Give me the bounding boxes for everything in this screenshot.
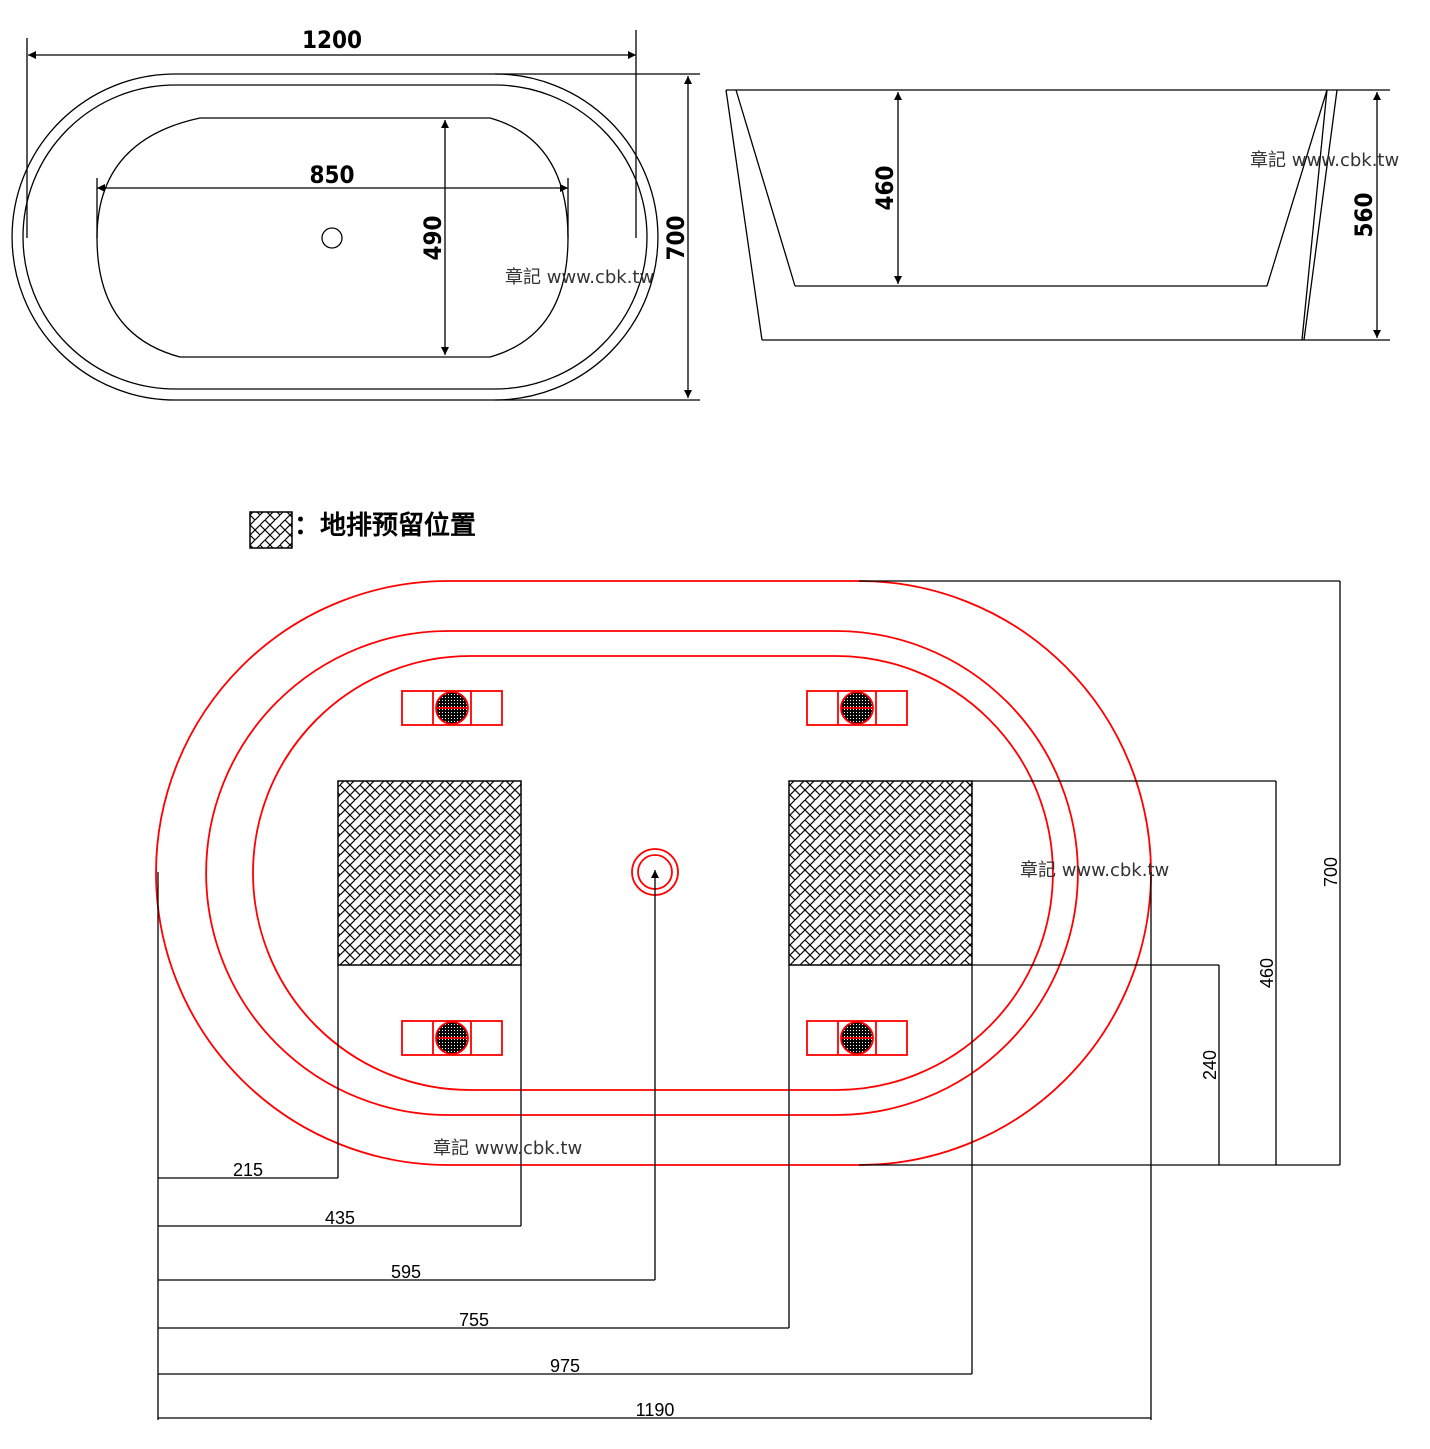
plan-dim-700: 700	[1321, 857, 1341, 887]
drain-zone-right	[788, 780, 973, 966]
drain-hole	[321, 227, 343, 249]
plan-basin-outline	[252, 655, 1054, 1091]
foot-bottom-right	[806, 1020, 908, 1056]
plan-dim-215: 215	[233, 1160, 263, 1180]
dim-490: 490	[419, 215, 447, 260]
tub-rim-outline	[22, 84, 648, 390]
watermark-plan-right: 章記 www.cbk.tw	[1020, 860, 1169, 881]
drain-zone-left	[337, 780, 522, 966]
plan-view-outline	[155, 580, 1152, 1166]
plan-dim-1190: 1190	[636, 1400, 675, 1420]
foot-top-left	[401, 690, 503, 726]
dim-700-top: 700	[662, 215, 690, 260]
plan-dim-240: 240	[1200, 1050, 1220, 1080]
plan-dim-460: 460	[1257, 958, 1277, 988]
plan-outer-outline	[155, 580, 1152, 1166]
watermark-side-view: 章記 www.cbk.tw	[1250, 150, 1399, 171]
plan-dimension-lines	[157, 580, 1341, 1420]
dim-460-side: 460	[871, 165, 899, 210]
hatch-pattern-icon	[249, 511, 293, 549]
plan-dim-755: 755	[459, 1310, 489, 1330]
dim-850: 850	[309, 161, 354, 189]
plan-dim-595: 595	[391, 1262, 421, 1282]
watermark-top-view: 章記 www.cbk.tw	[505, 267, 654, 288]
watermark-plan-bottom: 章記 www.cbk.tw	[433, 1138, 582, 1159]
legend-label: ：地排预留位置	[294, 510, 476, 541]
dim-1200: 1200	[302, 26, 362, 54]
side-view	[725, 89, 1390, 341]
plan-dim-435: 435	[325, 1208, 355, 1228]
plan-rim-outline	[205, 630, 1079, 1116]
top-view	[11, 30, 700, 401]
dim-560-side: 560	[1350, 192, 1378, 237]
tub-basin-outline	[96, 117, 569, 358]
foot-bottom-left	[401, 1020, 503, 1056]
plan-dim-975: 975	[550, 1356, 580, 1376]
foot-top-right	[806, 690, 908, 726]
tub-outer-outline	[11, 73, 659, 401]
